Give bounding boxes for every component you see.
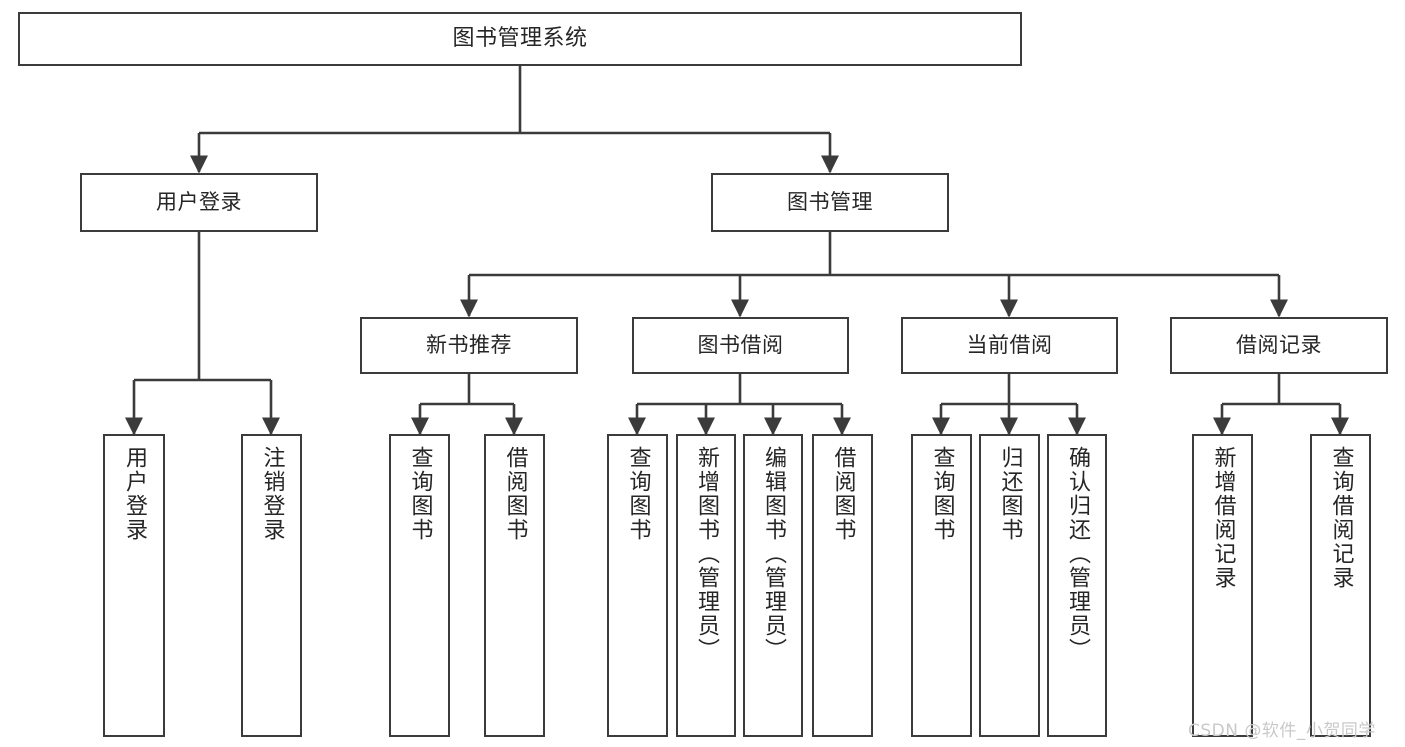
node-label: 新书推荐 [426, 333, 512, 358]
node-book-borrow[interactable]: 图书借阅 [632, 317, 849, 374]
node-new-book-recommend[interactable]: 新书推荐 [360, 317, 578, 374]
leaf-borrow-book[interactable]: 借阅图书 [812, 434, 873, 737]
csdn-watermark: CSDN @软件_小贺同学 [1188, 716, 1376, 741]
node-label: 图书管理 [787, 190, 873, 215]
node-label: 查询图书 [625, 446, 651, 542]
node-label: 当前借阅 [966, 333, 1053, 358]
node-label: 注销登录 [259, 446, 285, 542]
node-current-borrow[interactable]: 当前借阅 [901, 317, 1118, 374]
node-root-book-management-system[interactable]: 图书管理系统 [18, 12, 1022, 66]
node-label: 新增借阅记录 [1210, 446, 1236, 590]
node-label: 借阅图书 [502, 446, 528, 542]
node-user-login[interactable]: 用户登录 [80, 173, 318, 232]
leaf-query-book-recommend[interactable]: 查询图书 [389, 434, 450, 737]
node-label: 用户登录 [122, 446, 147, 542]
node-label: 图书借阅 [697, 333, 784, 358]
leaf-query-book-current[interactable]: 查询图书 [911, 434, 972, 737]
node-label: 新增图书（管理员） [694, 446, 719, 662]
leaf-add-book-admin[interactable]: 新增图书（管理员） [676, 434, 736, 737]
leaf-confirm-return-admin[interactable]: 确认归还（管理员） [1047, 434, 1107, 737]
node-book-management[interactable]: 图书管理 [711, 173, 949, 232]
node-label: 借阅记录 [1236, 333, 1322, 358]
node-label: 归还图书 [997, 446, 1023, 542]
node-label: 查询借阅记录 [1328, 446, 1354, 590]
leaf-query-book-borrow[interactable]: 查询图书 [607, 434, 668, 737]
leaf-add-borrow-record[interactable]: 新增借阅记录 [1192, 434, 1253, 737]
watermark-text: CSDN @软件_小贺同学 [1188, 721, 1376, 741]
node-label: 用户登录 [156, 190, 242, 215]
node-label: 查询图书 [929, 446, 955, 542]
node-label: 图书管理系统 [452, 26, 588, 52]
leaf-user-login[interactable]: 用户登录 [103, 434, 165, 737]
leaf-edit-book-admin[interactable]: 编辑图书（管理员） [743, 434, 803, 737]
node-label: 确认归还（管理员） [1065, 446, 1090, 662]
leaf-logout[interactable]: 注销登录 [241, 434, 302, 737]
leaf-borrow-book-recommend[interactable]: 借阅图书 [484, 434, 545, 737]
node-label: 查询图书 [407, 446, 433, 542]
leaf-return-book[interactable]: 归还图书 [979, 434, 1040, 737]
leaf-query-borrow-record[interactable]: 查询借阅记录 [1310, 434, 1371, 737]
node-label: 借阅图书 [830, 446, 856, 542]
node-label: 编辑图书（管理员） [761, 446, 786, 662]
node-borrow-record[interactable]: 借阅记录 [1170, 317, 1388, 374]
